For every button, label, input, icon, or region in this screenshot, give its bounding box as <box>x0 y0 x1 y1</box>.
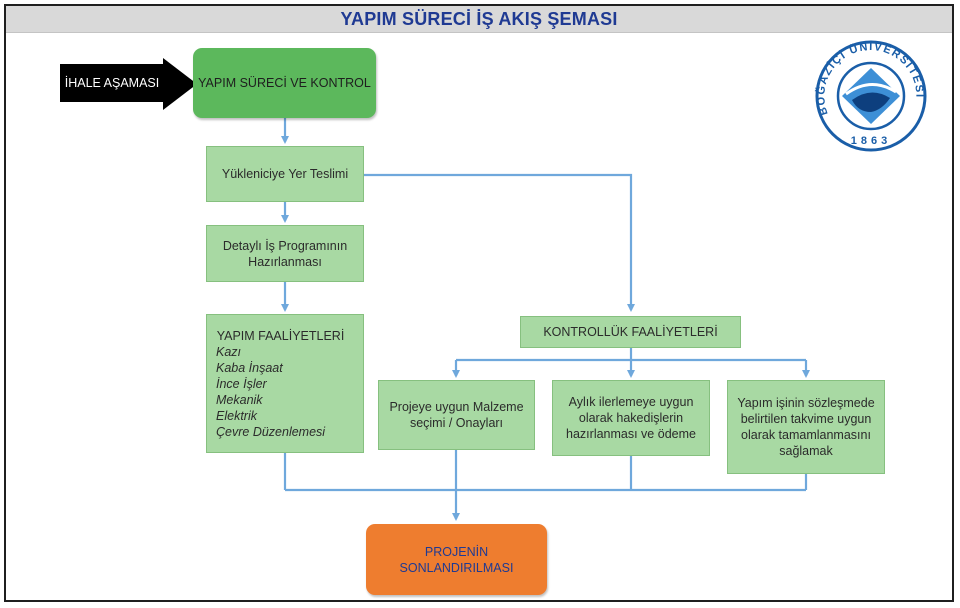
faaliyet-item: Kaba İnşaat <box>216 360 283 375</box>
page-title: YAPIM SÜRECİ İŞ AKIŞ ŞEMASI <box>340 8 618 29</box>
bogazici-university-logo: BOĞAZİÇİ ÜNİVERSİTESİ 1863 <box>814 40 927 152</box>
takvim-line-3: olarak tamamlanmasını <box>741 428 871 442</box>
ihale-asamasi-box: İHALE AŞAMASI <box>60 64 164 102</box>
sonlandirma-line-2: SONLANDIRILMASI <box>399 560 514 575</box>
faaliyet-item: İnce İşler <box>216 376 267 391</box>
is-programi-box: Detaylı İş Programının Hazırlanması <box>206 225 364 282</box>
yapim-sureci-label: YAPIM SÜRECİ VE KONTROL <box>198 76 371 90</box>
arrow-yer-teslimi-to-kontrolluk <box>364 173 635 312</box>
faaliyet-item: Elektrik <box>216 408 257 423</box>
faaliyet-item: Çevre Düzenlemesi <box>216 424 326 439</box>
yapim-faaliyetleri-box: YAPIM FAALİYETLERİ Kazı Kaba İnşaat İnce… <box>206 314 364 453</box>
yapim-faaliyetleri-heading: YAPIM FAALİYETLERİ <box>216 328 345 343</box>
hakedis-line-3: hazırlanması ve ödeme <box>566 427 696 441</box>
hakedis-line-1: Aylık ilerlemeye uygun <box>568 395 694 409</box>
projenin-sonlandirilmasi-box: PROJENİN SONLANDIRILMASI <box>366 524 547 595</box>
takvim-line-1: Yapım işinin sözleşmede <box>737 396 875 410</box>
takvim-line-2: belirtilen takvime uygun <box>740 412 872 426</box>
yer-teslimi-label: Yükleniciye Yer Teslimi <box>221 167 349 181</box>
kontrolluk-box: KONTROLLÜK FAALİYETLERİ <box>520 316 741 348</box>
ihale-label: İHALE AŞAMASI <box>64 76 160 90</box>
ihale-arrow-icon <box>163 58 197 110</box>
faaliyet-item: Kazı <box>216 344 242 359</box>
takvim-line-4: sağlamak <box>779 444 833 458</box>
sonlandirma-line-1: PROJENİN <box>424 544 489 559</box>
hakedis-box: Aylık ilerlemeye uygun olarak hakedişler… <box>552 380 710 456</box>
faaliyet-item: Mekanik <box>216 392 263 407</box>
is-programi-line-1: Detaylı İş Programının <box>222 238 348 253</box>
is-programi-line-2: Hazırlanması <box>248 254 322 269</box>
hakedis-line-2: olarak hakedişlerin <box>578 411 684 425</box>
malzeme-line-2: seçimi / Onayları <box>409 416 504 430</box>
yapim-sureci-box: YAPIM SÜRECİ VE KONTROL <box>193 48 376 118</box>
takvim-box: Yapım işinin sözleşmede belirtilen takvi… <box>727 380 885 474</box>
diagram-frame <box>4 4 954 602</box>
yer-teslimi-box: Yükleniciye Yer Teslimi <box>206 146 364 202</box>
kontrolluk-label: KONTROLLÜK FAALİYETLERİ <box>543 325 718 339</box>
malzeme-line-1: Projeye uygun Malzeme <box>389 400 524 414</box>
title-bar: YAPIM SÜRECİ İŞ AKIŞ ŞEMASI <box>6 6 952 33</box>
logo-year: 1863 <box>851 135 891 147</box>
malzeme-box: Projeye uygun Malzeme seçimi / Onayları <box>378 380 535 450</box>
